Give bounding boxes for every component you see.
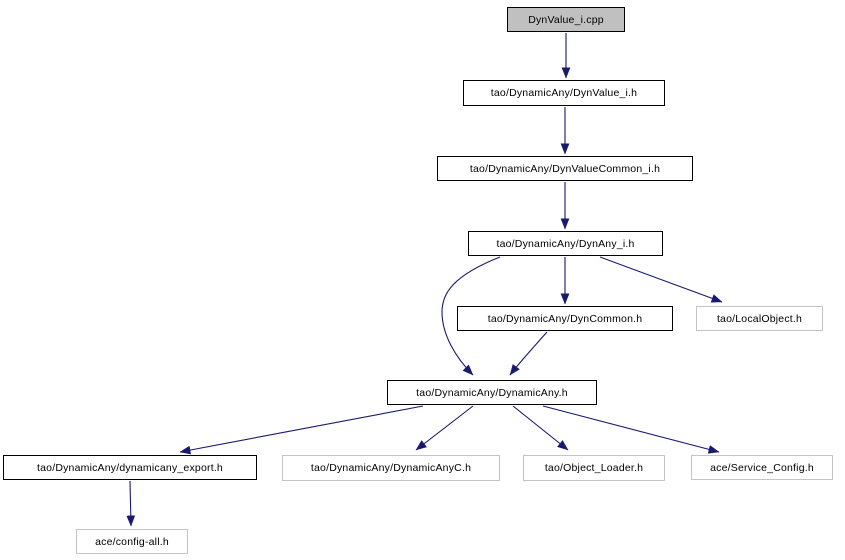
node-dyncommon_h[interactable]: tao/DynamicAny/DynCommon.h <box>457 306 673 331</box>
node-config_all_h: ace/config-all.h <box>76 529 188 554</box>
node-dynany_i_h[interactable]: tao/DynamicAny/DynAny_i.h <box>468 231 663 256</box>
edge-dyncommon_h-dynamicany_h <box>509 331 548 376</box>
node-object_loader_h: tao/Object_Loader.h <box>523 455 665 481</box>
node-dynvalue_i_cpp: DynValue_i.cpp <box>507 7 625 32</box>
edge-dynamicany_export_h-config_all_h <box>126 480 136 527</box>
node-dynamicany_export_h[interactable]: tao/DynamicAny/dynamicany_export.h <box>3 455 257 480</box>
edge-dynany_i_h-localobject_h <box>599 256 723 303</box>
node-dynvalue_i_h[interactable]: tao/DynamicAny/DynValue_i.h <box>463 80 665 106</box>
edge-dynamicany_h-dynamicany_export_h <box>179 405 424 455</box>
node-service_config_h: ace/Service_Config.h <box>691 455 833 480</box>
edge-dynamicany_h-service_config_h <box>542 405 720 454</box>
node-dynvaluecommon_i_h[interactable]: tao/DynamicAny/DynValueCommon_i.h <box>437 156 693 181</box>
node-localobject_h: tao/LocalObject.h <box>696 306 823 331</box>
node-dynamicanyc_h: tao/DynamicAny/DynamicAnyC.h <box>282 455 500 481</box>
edge-dynany_i_h-dynamicany_h <box>441 256 501 376</box>
node-dynamicany_h[interactable]: tao/DynamicAny/DynamicAny.h <box>387 380 597 405</box>
edge-dynamicany_h-object_loader_h <box>512 405 569 451</box>
edge-dynamicany_h-dynamicanyc_h <box>415 405 474 451</box>
